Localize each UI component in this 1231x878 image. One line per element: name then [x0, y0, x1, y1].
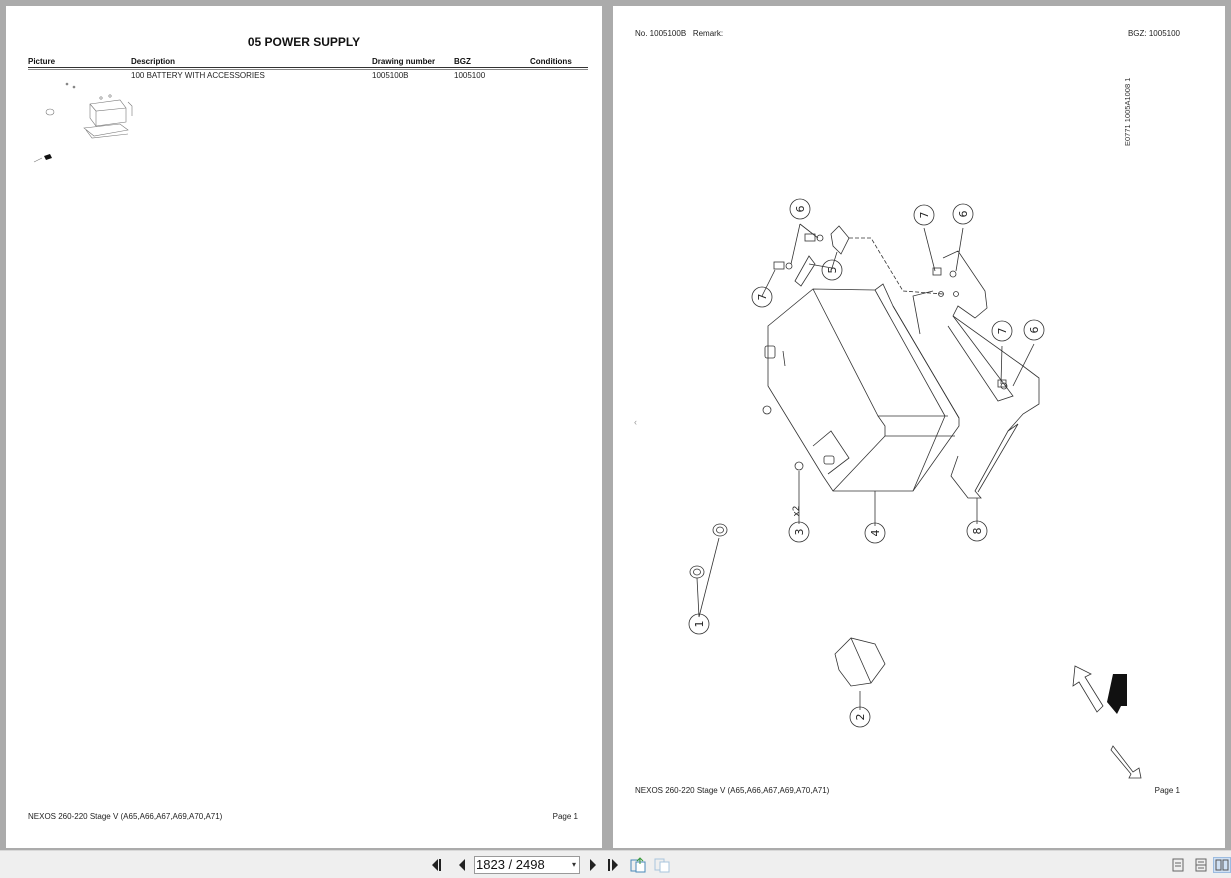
svg-text:7: 7	[918, 212, 931, 219]
svg-text:2: 2	[854, 714, 867, 721]
insert-page-icon	[654, 858, 670, 873]
two-page-icon	[1215, 859, 1229, 871]
header-bgz: BGZ: 1005100	[1127, 29, 1180, 38]
svg-text:8: 8	[971, 528, 984, 535]
document-viewer: 05 POWER SUPPLY Picture Description Draw…	[6, 6, 1225, 848]
previous-page-button[interactable]	[454, 857, 470, 873]
page-number-input[interactable]: 1823 / 2498 ▾	[474, 856, 580, 874]
svg-text:6: 6	[1028, 327, 1041, 334]
header-number: No. 1005100B Remark:	[635, 29, 724, 38]
row-bgz: 1005100	[454, 71, 486, 80]
last-page-button[interactable]	[607, 857, 623, 873]
footer-page-number: Page 1	[1154, 786, 1180, 795]
col-picture: Picture	[28, 57, 56, 66]
svg-text:1: 1	[693, 621, 706, 628]
extract-page-button[interactable]	[630, 857, 646, 873]
page-right: No. 1005100B Remark: BGZ: 1005100 E0771 …	[613, 6, 1225, 848]
continuous-view-button[interactable]	[1192, 857, 1210, 873]
continuous-page-icon	[1195, 858, 1207, 872]
single-page-icon	[1172, 858, 1184, 872]
svg-text:5: 5	[826, 267, 839, 274]
last-page-icon	[608, 859, 618, 871]
col-conditions: Conditions	[530, 57, 572, 66]
previous-page-icon	[459, 859, 465, 871]
footer-model: NEXOS 260-220 Stage V (A65,A66,A67,A69,A…	[28, 812, 223, 821]
exploded-parts-drawing: 6 5 7 7 6 7 6 3 4 8 1 2 x2	[688, 198, 1142, 779]
col-description: Description	[131, 57, 176, 66]
row-drawing-number: 1005100B	[372, 71, 409, 80]
first-page-button[interactable]	[431, 857, 447, 873]
single-page-view-button[interactable]	[1169, 857, 1187, 873]
svg-text:3: 3	[793, 529, 806, 536]
svg-text:6: 6	[794, 206, 807, 213]
footer-model: NEXOS 260-220 Stage V (A65,A66,A67,A69,A…	[635, 786, 830, 795]
footer-page-number: Page 1	[552, 812, 578, 821]
page-left: 05 POWER SUPPLY Picture Description Draw…	[6, 6, 602, 848]
svg-text:7: 7	[756, 294, 769, 301]
navigation-toolbar: 1823 / 2498 ▾	[0, 850, 1231, 878]
col-drawing-number: Drawing number	[372, 57, 436, 66]
svg-text:4: 4	[869, 530, 882, 537]
parts-table-header: Picture Description Drawing number BGZ C…	[28, 57, 588, 70]
next-page-button[interactable]	[585, 857, 601, 873]
row-description[interactable]: 100 BATTERY WITH ACCESSORIES	[131, 71, 265, 80]
prev-page-arrow[interactable]: ‹	[634, 417, 637, 427]
svg-text:x2: x2	[792, 505, 802, 516]
insert-page-button[interactable]	[654, 857, 670, 873]
first-page-icon	[432, 859, 441, 871]
two-page-view-button[interactable]	[1213, 857, 1231, 873]
page-title: 05 POWER SUPPLY	[247, 35, 361, 49]
chevron-down-icon[interactable]: ▾	[571, 860, 576, 869]
battery-thumbnail-image[interactable]	[28, 78, 138, 168]
col-bgz: BGZ	[454, 57, 471, 66]
svg-text:6: 6	[957, 211, 970, 218]
extract-page-icon	[630, 857, 646, 873]
next-page-icon	[590, 859, 596, 871]
svg-text:7: 7	[996, 328, 1009, 335]
